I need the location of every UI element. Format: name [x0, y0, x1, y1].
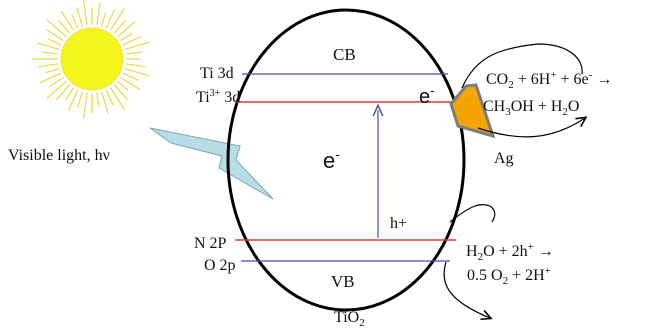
sun-ray	[67, 89, 79, 112]
vb-label: VB	[331, 272, 355, 291]
sun-ray	[101, 12, 107, 27]
tio2-label: TiO2	[334, 309, 365, 329]
o-2p-label: O 2p	[204, 257, 236, 274]
reduction-arrow-tail	[477, 118, 585, 138]
ag-electron-label: e-	[419, 83, 434, 108]
sun-ray	[117, 80, 129, 91]
sun-ray	[96, 2, 101, 26]
ti-3d-label: Ti 3d	[200, 65, 234, 82]
sun-ray	[82, 0, 88, 26]
sun-ray	[39, 72, 62, 84]
sun-ray	[82, 92, 88, 119]
oxidation-reaction-line2: 0.5 O2 + 2H+	[467, 265, 551, 287]
ag-label: Ag	[494, 150, 514, 167]
sun-ray	[109, 8, 125, 31]
sun-ray	[101, 91, 109, 114]
sun-ray	[105, 89, 114, 106]
sun-ray	[48, 76, 64, 88]
sun-ray	[56, 84, 71, 101]
sun-ray	[46, 80, 67, 99]
sun-ray	[96, 92, 100, 107]
cb-label: CB	[333, 45, 356, 64]
sun-ray	[124, 68, 150, 77]
tio2-particle-outline	[226, 8, 466, 312]
sun-ray	[120, 32, 133, 42]
oxidation-arrow-tail	[443, 261, 490, 318]
oxidation-arrow	[449, 203, 496, 223]
ti3plus-3d-label: Ti3+ 3d	[196, 88, 240, 106]
sun-ray	[76, 7, 83, 27]
sun-ray	[71, 15, 79, 29]
reduction-arrow	[461, 43, 583, 89]
sun-ray	[117, 21, 136, 38]
reduction-reaction-line1: CO2 + 6H+ + 6e- →	[486, 69, 612, 91]
sun-ray	[60, 10, 75, 31]
n-2p-label: N 2P	[194, 235, 227, 252]
sun-ray	[125, 63, 146, 68]
sun-ray	[77, 91, 83, 109]
sun-ray	[46, 19, 67, 38]
sun-ray	[113, 20, 126, 34]
silver-nanoparticle-icon	[449, 83, 496, 139]
visible-light-label: Visible light, hν	[8, 147, 110, 164]
sun-ray	[58, 20, 71, 34]
sun-ray	[45, 68, 60, 74]
sun-ray	[41, 51, 59, 55]
sun-ray	[124, 41, 150, 50]
lightning-bolt-icon	[149, 127, 274, 200]
sun-ray	[37, 42, 60, 50]
electron-label: e-	[323, 146, 340, 173]
sun-ray	[46, 29, 64, 42]
sun-ray	[38, 63, 59, 68]
sun-icon	[32, 0, 150, 119]
reduction-reaction-line2: CH3OH + H2O	[483, 98, 579, 118]
sun-ray	[109, 87, 125, 110]
sun-ray	[105, 9, 115, 29]
sun-ray	[120, 76, 141, 91]
hole-label: h+	[390, 215, 407, 232]
sun-ray	[122, 72, 139, 81]
sun-ray	[113, 84, 128, 101]
sun-ray	[48, 38, 62, 46]
oxidation-reaction-line1: H2O + 2h+ →	[466, 241, 554, 263]
sun-ray	[125, 51, 143, 55]
sun-ray	[122, 36, 142, 46]
sun-ray	[65, 87, 75, 100]
